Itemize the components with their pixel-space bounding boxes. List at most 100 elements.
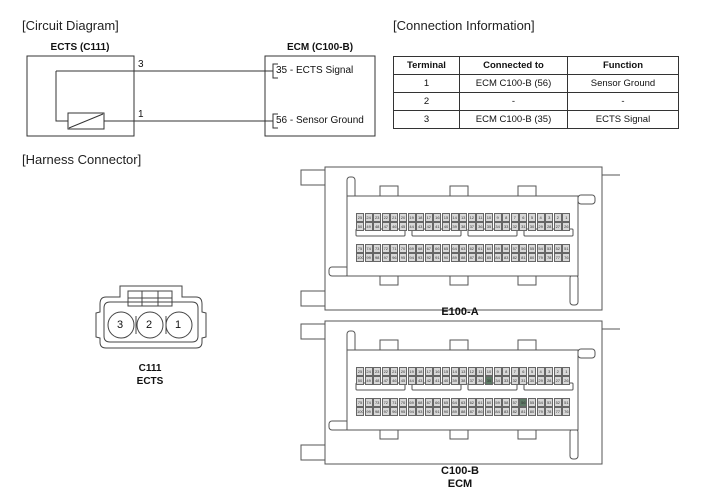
c100b-pin-74: 74 [364,398,373,407]
c100b-pin-39: 39 [450,376,459,385]
c100b-pin-46: 46 [390,376,399,385]
e100a-pin-29: 29 [536,222,545,231]
c100b-pin-54: 54 [536,398,545,407]
c100b-key [449,339,469,351]
c111-pin-3-label: 3 [117,319,124,331]
c100b-pin-41: 41 [433,376,442,385]
c100b-pin-64: 64 [450,398,459,407]
e100a-rail [328,266,350,277]
e100a-pin-83: 83 [502,253,511,262]
e100a-pin-86: 86 [476,253,485,262]
c100b-pin-15: 15 [442,367,450,376]
e100a-pin-72: 72 [381,244,390,253]
e100a-pin-58: 58 [502,244,511,253]
c100b-key [517,339,537,351]
e100a-pin-50: 50 [356,222,364,231]
c100b-pin-5: 5 [528,367,536,376]
c100b-pin-11: 11 [476,367,485,376]
ects-pin-3: 3 [138,59,144,70]
c100b-pin-86: 86 [476,407,485,416]
c100b-pin-33: 33 [502,376,511,385]
c100b-pin-6: 6 [519,367,528,376]
c100b-pin-35: 35 [485,376,493,385]
e100a-pin-45: 45 [399,222,407,231]
c100b-pin-2: 2 [553,367,562,376]
c100b-pin-75: 75 [356,398,364,407]
e100a-pin-10: 10 [485,213,493,222]
e100a-key [449,185,469,197]
e100a-pin-97: 97 [381,253,390,262]
c100b-pin-25: 25 [356,367,364,376]
c100b-pin-22: 22 [381,367,390,376]
e100a-pin-54: 54 [536,244,545,253]
e100a-pin-5: 5 [528,213,536,222]
c100b-pin-29: 29 [536,376,545,385]
c100b-pin-44: 44 [407,376,416,385]
c100b-pin-45: 45 [399,376,407,385]
c100b-pin-84: 84 [493,407,502,416]
c111-pin-1-label: 1 [175,319,182,331]
c100b-label: C100-B [441,465,479,477]
e100a-pin-1: 1 [562,213,571,222]
c100b-pin-68: 68 [416,398,425,407]
e100a-pin-46: 46 [390,222,399,231]
c100b-pin-87: 87 [467,407,476,416]
c100b-pin-76: 76 [562,407,571,416]
e100a-label: E100-A [441,306,479,318]
e100a-pin-30: 30 [528,222,536,231]
c100b-pin-34: 34 [493,376,502,385]
e100a-pin-100: 100 [356,253,364,262]
e100a-pin-78: 78 [545,253,554,262]
c100b-pin-71: 71 [390,398,399,407]
e100a-pin-12: 12 [467,213,476,222]
e100a-pin-19: 19 [407,213,416,222]
c100b-pin-16: 16 [433,367,442,376]
e100a-pin-23: 23 [373,213,382,222]
e100a-pin-38: 38 [459,222,468,231]
c111-pin-2-label: 2 [146,319,153,331]
e100a-pin-37: 37 [467,222,476,231]
connection-table: Terminal Connected to Function 1 ECM C10… [393,56,679,129]
c100b-pin-49: 49 [364,376,373,385]
c100b-pin-89: 89 [450,407,459,416]
c100b-pin-99: 99 [364,407,373,416]
e100a-pin-64: 64 [450,244,459,253]
c100b-pin-72: 72 [381,398,390,407]
pin56-bracket [272,113,278,129]
e100a-pin-42: 42 [424,222,433,231]
c100b-pin-47: 47 [381,376,390,385]
c100b-pin-59: 59 [493,398,502,407]
c100b-pin-55: 55 [528,398,536,407]
e100a-pin-14: 14 [450,213,459,222]
e100a-pin-48: 48 [373,222,382,231]
c100b-pin-61: 61 [476,398,485,407]
c100b-pin-18: 18 [416,367,425,376]
e100a-pin-87: 87 [467,253,476,262]
ects-label: ECTS (C111) [50,42,110,53]
c100b-pin-85: 85 [485,407,493,416]
ecm-pin-35: 35 - ECTS Signal [276,65,354,76]
e100a-pin-67: 67 [424,244,433,253]
c111-pin-2 [136,311,164,339]
e100a-pin-43: 43 [416,222,425,231]
c100b-pin-93: 93 [416,407,425,416]
e100a-pin-39: 39 [450,222,459,231]
e100a-pin-91: 91 [433,253,442,262]
e100a-pin-80: 80 [528,253,536,262]
e100a-pin-65: 65 [442,244,450,253]
c100b-pin-95: 95 [399,407,407,416]
c100b-pin-80: 80 [528,407,536,416]
e100a-pin-53: 53 [545,244,554,253]
e100a-pin-41: 41 [433,222,442,231]
c100b-pin-58: 58 [502,398,511,407]
e100a-pin-85: 85 [485,253,493,262]
e100a-pin-17: 17 [424,213,433,222]
c100b-pin-1: 1 [562,367,571,376]
e100a-pin-59: 59 [493,244,502,253]
e100a-pin-89: 89 [450,253,459,262]
e100a-pin-52: 52 [553,244,562,253]
c100b-pin-78: 78 [545,407,554,416]
